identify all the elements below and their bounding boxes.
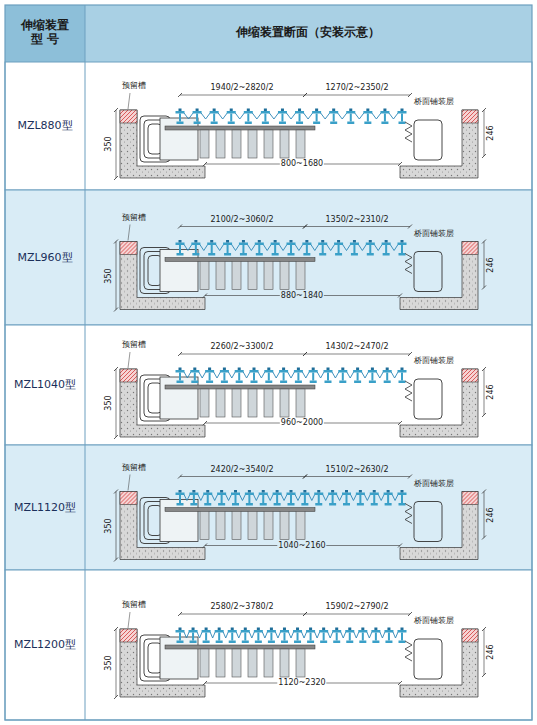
- dimension: 1270/2~2350/2: [325, 83, 390, 92]
- pocket-label: 预留槽: [121, 213, 147, 222]
- height-dimension: 350: [104, 267, 113, 284]
- row-ground: [5, 570, 532, 720]
- model-name: MZL960型: [16, 251, 73, 264]
- height-dimension: 350: [104, 135, 113, 152]
- pocket-label: 预留槽: [121, 81, 147, 90]
- dimension: 1510/2~2630/2: [325, 465, 390, 474]
- column-header: 伸缩装置 型 号: [19, 19, 71, 47]
- joint-section: [114, 352, 486, 439]
- height-dimension: 246: [486, 256, 495, 273]
- joint-section: [114, 225, 486, 312]
- dimension: 1430/2~2470/2: [325, 342, 390, 351]
- column-rule: [85, 5, 86, 720]
- height-dimension: 350: [104, 654, 113, 671]
- height-dimension: 246: [486, 383, 495, 400]
- deck-layer-label: 桥面铺装层: [413, 97, 455, 106]
- pocket-label: 预留槽: [121, 463, 147, 472]
- height-dimension: 246: [486, 506, 495, 523]
- height-dimension: 350: [104, 517, 113, 534]
- pocket-label: 预留槽: [121, 340, 147, 349]
- height-dimension: 246: [486, 124, 495, 141]
- row-ground: [5, 325, 532, 445]
- pocket-label: 预留槽: [121, 600, 147, 609]
- dimension: 2100/2~3060/2: [210, 215, 275, 224]
- deck-layer-label: 桥面铺装层: [413, 356, 455, 365]
- joint-section: [114, 475, 486, 562]
- dimension: 2260/2~3300/2: [210, 342, 275, 351]
- gap-dimension: 800~1680: [280, 159, 324, 168]
- gap-dimension: 880~1840: [280, 291, 324, 300]
- gap-dimension: 1120~2320: [277, 678, 326, 687]
- dimension: 1350/2~2310/2: [325, 215, 390, 224]
- gap-dimension: 1040~2160: [277, 541, 326, 550]
- header-ground: [5, 5, 532, 62]
- model-name: MZL1040型: [13, 379, 77, 392]
- dimension: 2420/2~3540/2: [210, 465, 275, 474]
- dimension: 1590/2~2790/2: [325, 602, 390, 611]
- model-name: MZL880型: [16, 120, 73, 133]
- height-dimension: 246: [486, 643, 495, 660]
- model-name: MZL1120型: [13, 501, 77, 514]
- row-ground: [5, 62, 532, 190]
- deck-layer-label: 桥面铺装层: [413, 229, 455, 238]
- dimension: 1940/2~2820/2: [210, 83, 275, 92]
- column-header: 伸缩装置断面（安装示意）: [236, 26, 380, 40]
- table-border: [5, 5, 532, 720]
- model-name: MZL1200型: [13, 639, 77, 652]
- row-ground: [5, 190, 532, 325]
- deck-layer-label: 桥面铺装层: [413, 479, 455, 488]
- row-ground: [5, 445, 532, 570]
- height-dimension: 350: [104, 394, 113, 411]
- header-cell: [5, 5, 85, 62]
- dimension: 2580/2~3780/2: [210, 602, 275, 611]
- gap-dimension: 960~2000: [280, 418, 324, 427]
- joint-section: [114, 612, 486, 699]
- deck-layer-label: 桥面铺装层: [413, 616, 455, 625]
- joint-section: [114, 93, 486, 180]
